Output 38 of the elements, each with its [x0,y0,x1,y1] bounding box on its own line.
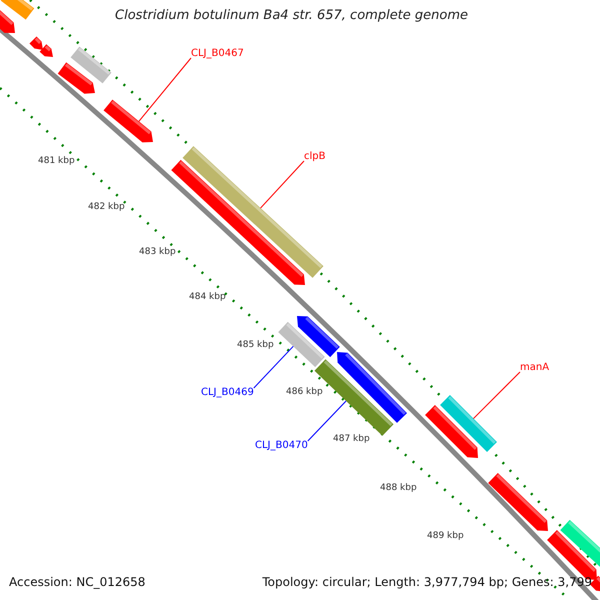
gene-feature [58,62,95,94]
gene-feature [488,472,548,531]
tick-label: 482 kbp [88,203,125,213]
gene-feature [337,352,407,423]
gene-feature [425,405,478,458]
leader-line [253,346,294,388]
tick-label: 487 kbp [333,435,370,445]
tick-label: 485 kbp [237,341,274,351]
gene-label: CLJ_B0469 [201,387,254,398]
leader-line [307,400,347,442]
tick-label: 488 kbp [380,484,417,494]
tick-label: 486 kbp [286,388,323,398]
leader-line [472,372,520,420]
leader-line [138,58,192,122]
tick-label: 483 kbp [139,248,176,258]
gene-feature [560,520,600,568]
gene-feature [440,395,497,452]
tick-label: 484 kbp [189,293,226,303]
gene-feature [297,316,340,358]
gene-feature [70,46,112,84]
gene-label: CLJ_B0470 [255,440,308,451]
gene-label: clpB [304,151,326,162]
genome-stats-text: Topology: circular; Length: 3,977,794 bp; Genes: 3,799 [262,576,592,590]
gene-feature [0,0,34,20]
accession-text: Accession: NC_012658 [9,576,146,590]
tick-label: 481 kbp [38,157,75,167]
tick-label: 489 kbp [427,532,464,542]
gene-feature [182,146,324,278]
gene-feature [590,576,600,592]
gene-feature [40,44,53,57]
gene-label: manA [520,362,550,373]
gene-feature [104,100,153,142]
gene-label: CLJ_B0467 [191,48,244,59]
gene-feature [278,322,325,368]
gene-feature [29,36,43,50]
diagram-title: Clostridium botulinum Ba4 str. 657, complete genome [115,9,468,24]
leader-line [260,160,304,209]
gene-feature [0,10,15,33]
